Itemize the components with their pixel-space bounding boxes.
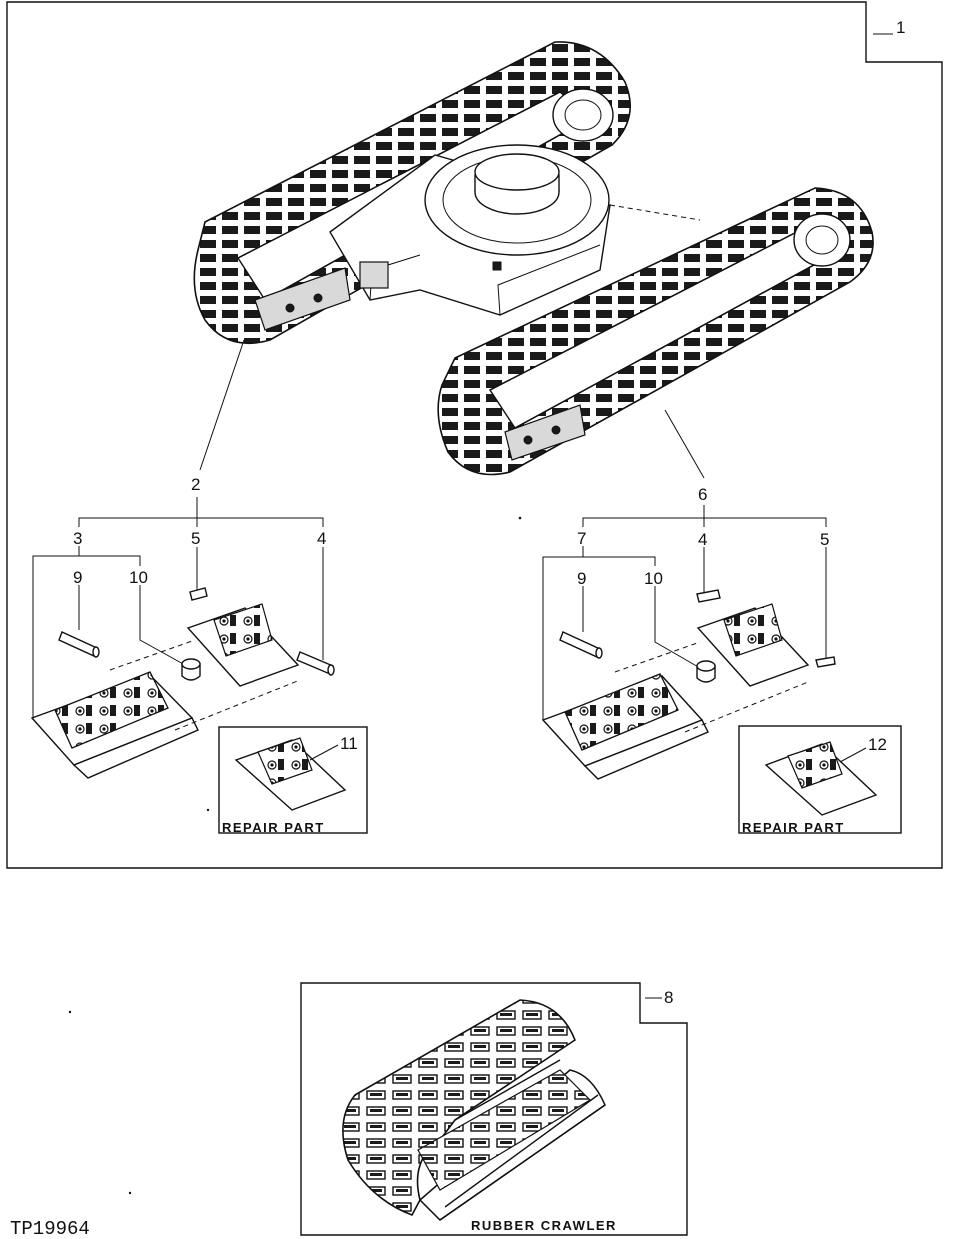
repair-part-caption-right: REPAIR PART [742,820,845,835]
repair-part-box-right [738,725,902,834]
callout-4-right: 4 [698,530,707,549]
right-track-parts-illustration [541,589,836,780]
master-pin-part [189,587,208,601]
figure-id: TP19964 [10,1218,90,1239]
rubber-crawler-caption: RUBBER CRAWLER [471,1218,617,1233]
repair-part-caption-left: REPAIR PART [222,820,325,835]
repair-part-box-left [218,726,368,834]
rubber-crawler-illustration [342,999,606,1221]
bushing-part-right [696,660,716,683]
track-chain-assembly-part-right [541,673,709,780]
scan-specks [68,516,522,1195]
callout-5-right: 5 [820,530,829,549]
undercarriage-illustration [193,41,874,476]
callout-1: 1 [896,18,905,37]
right-track-illustration [437,187,874,476]
callout-3: 3 [73,529,82,548]
callout-10-left: 10 [129,568,148,587]
callout-12: 12 [868,735,887,754]
master-pin-part-right [815,656,836,668]
shoe-link-part-right [696,603,810,687]
pin-part [296,651,335,676]
track-pin-part [58,631,100,658]
callout-9-left: 9 [73,568,82,587]
callout-9-right: 9 [577,569,586,588]
main-assembly-frame [6,1,943,869]
bushing-part [181,658,201,681]
left-bracket-tree [32,497,324,720]
callout-5-left: 5 [191,529,200,548]
callout-6: 6 [698,485,707,504]
rubber-crawler-frame [300,982,688,1236]
swing-bearing-illustration [424,144,610,256]
shoe-link-part [186,603,300,687]
callout-4-left: 4 [317,529,326,548]
pin-part-right [696,589,721,603]
track-pin-part-right [559,631,603,659]
callout-7: 7 [577,529,586,548]
callout-8: 8 [664,988,673,1007]
left-track-parts-illustration [30,587,335,779]
right-bracket-tree [542,505,827,720]
callout-11: 11 [340,734,358,753]
callout-2: 2 [191,475,200,494]
callout-10-right: 10 [644,569,663,588]
track-chain-assembly-part [30,671,199,779]
